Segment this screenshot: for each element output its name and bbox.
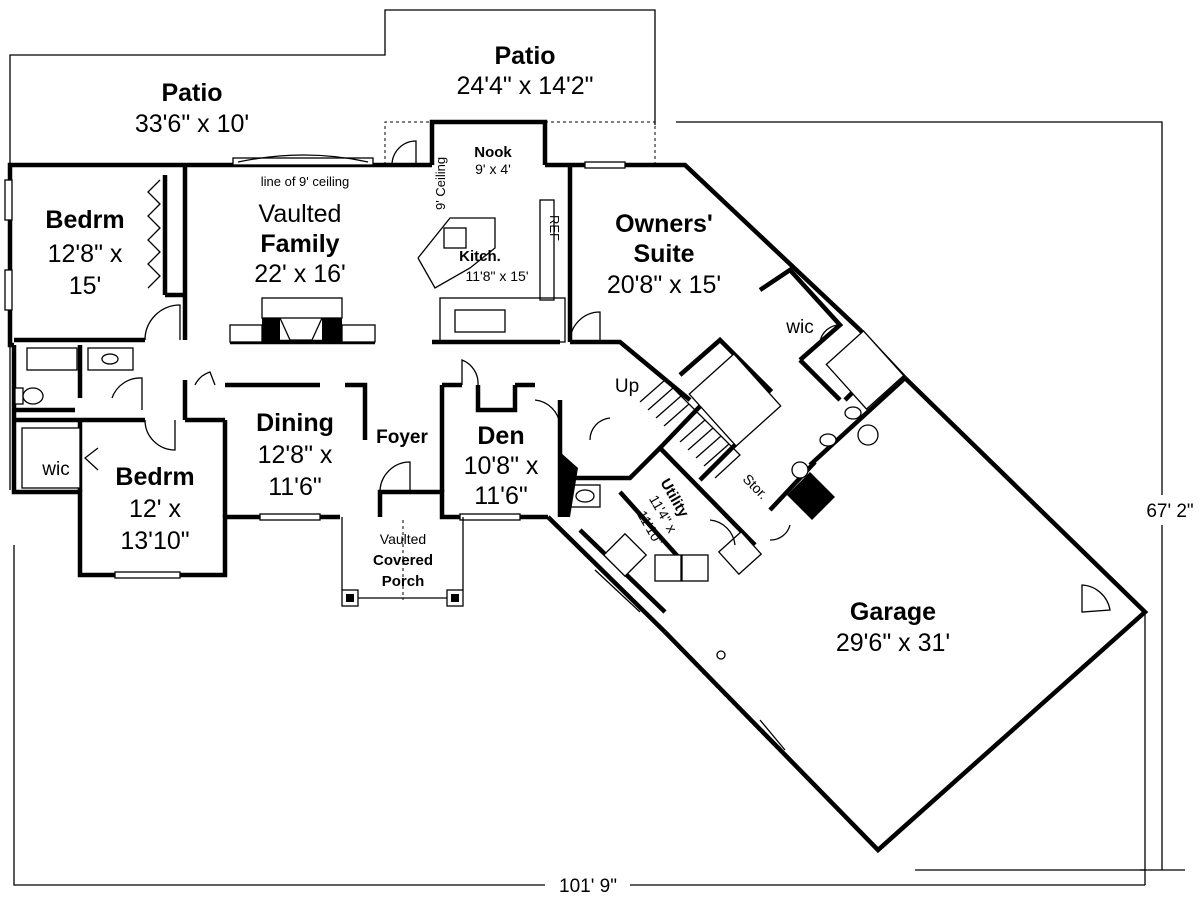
dining-name: Dining: [256, 409, 334, 437]
foyer-label: Foyer: [376, 427, 428, 448]
family-vaulted: Vaulted: [259, 200, 342, 228]
family-name: Family: [260, 230, 339, 258]
owners-suite-line1: Owners': [615, 210, 713, 238]
windows: [4, 154, 986, 791]
room-labels: Patio 33'6" x 10' Patio 24'4" x 14'2" No…: [41, 42, 1193, 897]
den-size-1: 10'8" x: [464, 452, 539, 480]
patio-left-name: Patio: [161, 79, 222, 107]
owners-wic-label: wic: [785, 317, 813, 338]
patio-outlines: [9, 9, 656, 166]
garage-name: Garage: [850, 598, 936, 626]
bedroom-top-name: Bedrm: [45, 206, 124, 234]
bedroom-bottom-size-1: 12' x: [129, 495, 182, 523]
den-name: Den: [477, 422, 524, 450]
owners-suite-line2: Suite: [633, 240, 694, 268]
refrigerator-label: REF: [547, 215, 562, 241]
porch-line1: Vaulted: [380, 531, 426, 547]
fixtures: [14, 179, 905, 607]
dimension-lines: [9, 121, 1185, 886]
porch-line3: Porch: [382, 573, 425, 590]
nook-ceiling-note: 9' Ceiling: [433, 157, 448, 210]
bedroom-top-size-2: 15': [69, 272, 102, 300]
patio-right-name: Patio: [494, 42, 555, 70]
bedroom-bottom-size-2: 13'10": [120, 527, 189, 555]
stairs-up-label: Up: [615, 376, 639, 397]
bedroom-bottom-name: Bedrm: [115, 463, 194, 491]
bedroom-top-size-1: 12'8" x: [48, 240, 123, 268]
den-size-2: 11'6": [474, 482, 528, 510]
kitchen-size: 11'8" x 15': [466, 268, 529, 284]
kitchen-name: Kitch.: [459, 248, 501, 265]
patio-left-size: 33'6" x 10': [135, 110, 249, 138]
total-depth-dimension: 67' 2": [1146, 501, 1193, 522]
storage-label: Stor.: [740, 471, 772, 503]
family-size: 22' x 16': [254, 260, 346, 288]
nook-size: 9' x 4': [475, 161, 511, 177]
family-ceiling-note: line of 9' ceiling: [261, 174, 349, 189]
owners-suite-size: 20'8" x 15': [607, 271, 721, 299]
garage-size: 29'6" x 31': [836, 629, 950, 657]
patio-right-size: 24'4" x 14'2": [456, 72, 593, 100]
porch-line2: Covered: [373, 552, 433, 569]
nook-name: Nook: [474, 144, 512, 161]
garage-doors: [689, 584, 1111, 846]
wic-left-label: wic: [41, 459, 69, 480]
dining-size-2: 11'6": [268, 473, 322, 501]
total-width-dimension: 101' 9": [559, 876, 617, 897]
dining-size-1: 12'8" x: [258, 441, 333, 469]
